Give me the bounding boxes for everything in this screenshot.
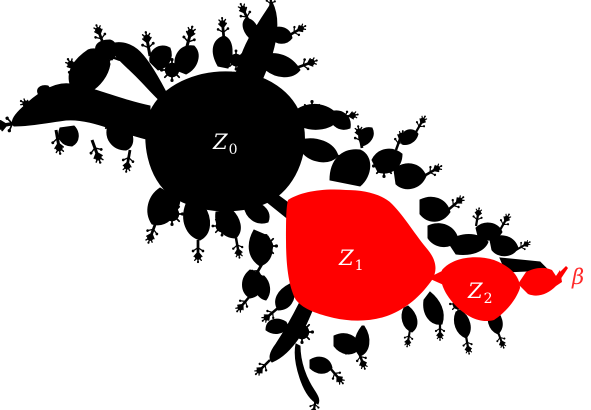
label-beta: β — [571, 265, 584, 289]
